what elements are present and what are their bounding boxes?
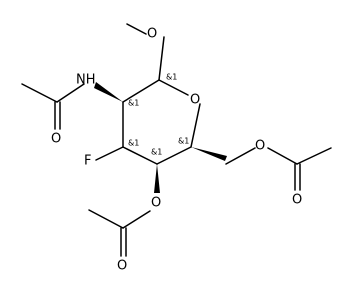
atom-c6-carbonyl-oxygen: O — [292, 193, 302, 208]
atom-c4-carbonyl-oxygen: O — [117, 259, 127, 274]
wedge-c5-ch2 — [191, 147, 227, 161]
bond-methyl-methoxy-o — [126, 23, 147, 35]
atom-amide-nitrogen: NH — [76, 73, 96, 88]
atom-c4-ester-oxygen: O — [151, 196, 161, 211]
stereo-label-c3: &1 — [128, 139, 139, 148]
bond-c4-c3 — [122, 146, 158, 165]
bond-c6-carbonyl-c-methyl — [296, 147, 332, 165]
bond-ring-o-c5 — [190, 103, 201, 148]
atom-methoxy-oxygen: O — [147, 27, 157, 42]
bond-c1-ring-o — [158, 79, 189, 96]
stereo-label-c5: &1 — [178, 137, 189, 146]
bond-c3-f — [95, 146, 124, 161]
bond-c5-c4 — [156, 146, 192, 165]
bond-c4-carbonyl-c-methyl — [88, 209, 124, 229]
bond-carbonyl-c-methyl — [21, 83, 58, 103]
wedge-c4-o — [154, 164, 160, 193]
stereo-label-c1: &1 — [166, 73, 177, 82]
atom-amide-oxygen: O — [51, 132, 61, 147]
stereo-label-c4: &1 — [151, 148, 162, 157]
stereo-label-c2: &1 — [128, 99, 139, 108]
atom-fluorine: F — [84, 154, 91, 169]
bond-ch2-ester-o — [225, 147, 256, 165]
wedge-c2-nh — [94, 82, 123, 102]
atom-c6-ester-oxygen: O — [255, 139, 265, 154]
atom-ring-oxygen: O — [190, 93, 200, 108]
bond-c6-ester-o-carbonyl-c — [267, 147, 298, 165]
bond-nh-carbonyl-c — [56, 83, 85, 103]
bond-c4o-carbonyl-c — [122, 210, 151, 229]
bond-c2-c1 — [122, 79, 160, 103]
bond-methoxy-o-c1 — [158, 36, 165, 81]
